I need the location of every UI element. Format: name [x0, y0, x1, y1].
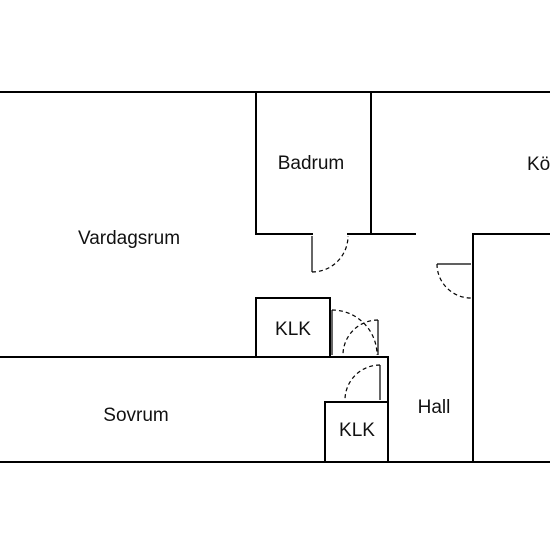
- room-label-hall: Hall: [418, 397, 451, 418]
- closet-lower-walls: [324, 401, 389, 463]
- room-label-bedroom: Sovrum: [103, 405, 168, 426]
- closet-lower-door: [344, 364, 381, 401]
- outer-walls: [0, 91, 550, 463]
- bedroom-walls: [0, 356, 389, 463]
- closet-upper-door: [331, 309, 379, 356]
- kitchen-door: [436, 263, 472, 299]
- room-label-kitchen: Kök: [527, 154, 550, 175]
- room-label-bathroom: Badrum: [278, 153, 345, 174]
- room-label-closet-lower: KLK: [339, 420, 375, 441]
- bathroom-door: [311, 235, 349, 273]
- bathroom-walls: [255, 91, 416, 235]
- room-label-closet-upper: KLK: [275, 319, 311, 340]
- kitchen-walls: [472, 233, 550, 463]
- room-label-living-room: Vardagsrum: [78, 228, 180, 249]
